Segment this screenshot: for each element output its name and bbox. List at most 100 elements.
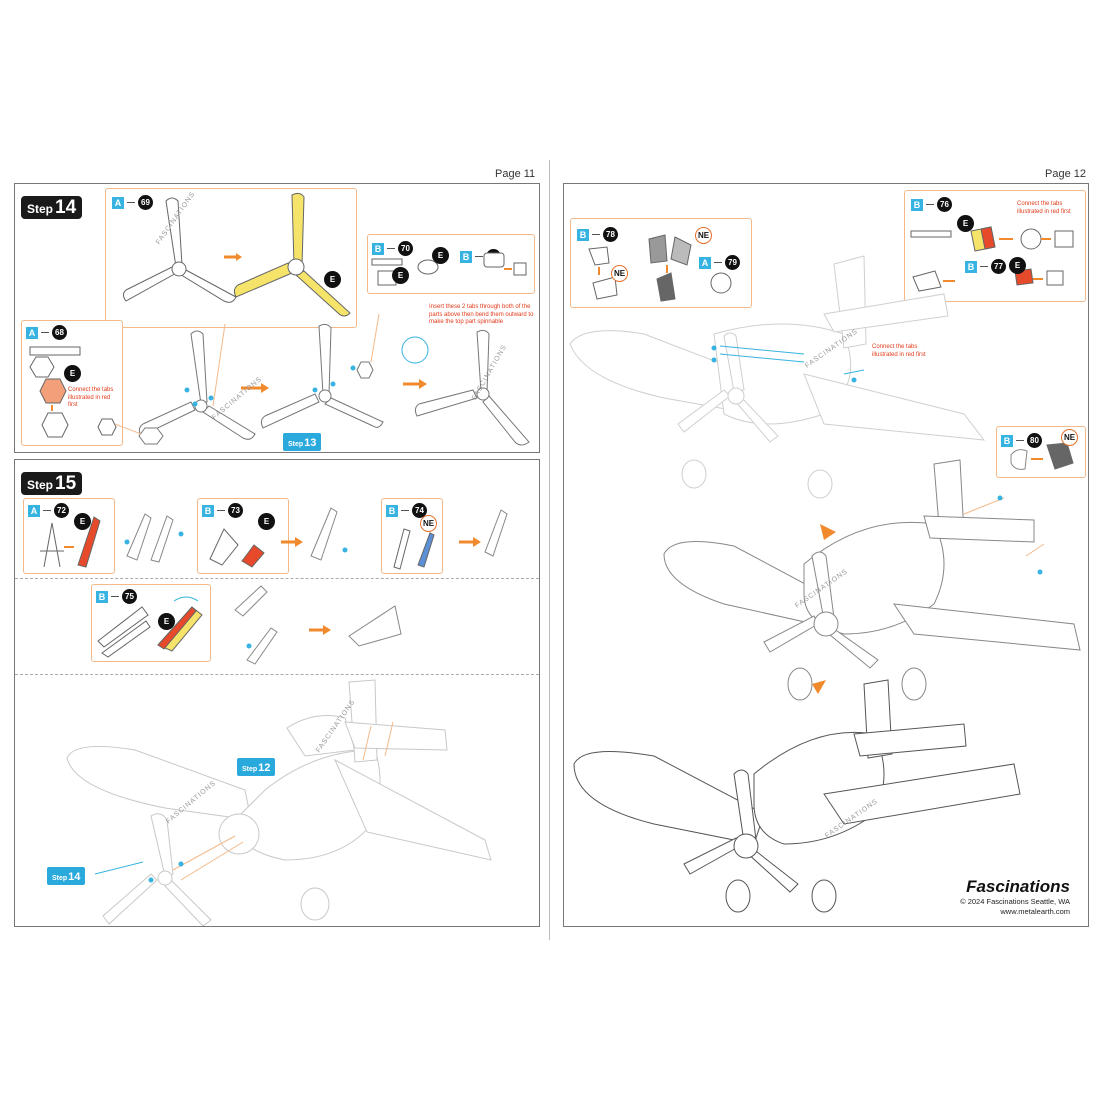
page-number-left: Page 11	[495, 168, 536, 180]
tool-ne-icon: NE	[611, 265, 628, 282]
sheet-letter: A	[112, 196, 124, 209]
part-number: 79	[725, 255, 740, 270]
tool-e-icon: E	[392, 267, 409, 284]
sheet-letter: B	[911, 198, 923, 211]
part-tag-70: B 70	[372, 241, 413, 256]
part-number: 77	[991, 259, 1006, 274]
connect-tabs-note: Connect the tabs illustrated in red firs…	[1017, 201, 1071, 215]
part-number: 70	[398, 241, 413, 256]
part-number: 72	[54, 503, 69, 518]
step-word: Step	[52, 875, 68, 882]
connect-tabs-note-lower: Connect the tabs illustrated in red firs…	[872, 344, 926, 358]
page-divider	[549, 160, 550, 940]
part-tag-78: B 78	[577, 227, 618, 242]
part-number: 80	[1027, 433, 1042, 448]
sheet-letter: B	[372, 242, 384, 255]
sheet-letter: B	[1001, 434, 1013, 447]
part-76-77-box: B 76 B 77 E E Connect the tabs illustrated…	[904, 190, 1086, 302]
insert-tabs-note: Insert these 2 tabs through both of the …	[429, 304, 534, 325]
propeller-flat-drawing	[122, 192, 351, 317]
wheel-cap-80-drawing	[1010, 442, 1074, 470]
sheet-letter: A	[26, 326, 38, 339]
sheet-letter: A	[28, 504, 40, 517]
step-number: 14	[68, 871, 81, 883]
website-link[interactable]: www.metalearth.com	[1000, 906, 1070, 916]
cockpit-part-drawing	[910, 226, 1074, 292]
strut-72-drawing	[40, 516, 101, 568]
part-tag-77: B 77	[965, 259, 1006, 274]
wheel-cover-78-drawing	[588, 234, 732, 302]
part-tag-76: B 76	[911, 197, 952, 212]
step-word: Step	[27, 478, 54, 492]
part-75-box: B 75 E	[91, 584, 211, 662]
tool-ne-icon: NE	[695, 227, 712, 244]
part-tag-69: A 69	[112, 195, 153, 210]
step-word: Step	[242, 766, 258, 773]
part-72-box: A 72 E	[23, 498, 115, 574]
section-separator	[15, 674, 539, 675]
part-tag-73: B 73	[202, 503, 243, 518]
sheet-letter: B	[965, 260, 977, 273]
step-14-reference: Step14	[47, 867, 86, 885]
tool-e-icon: E	[957, 215, 974, 232]
part-number: 69	[138, 195, 153, 210]
sheet-letter: B	[202, 504, 214, 517]
propeller-assembly-drawing	[114, 313, 530, 446]
strut-74-drawing	[393, 528, 435, 570]
part-tag-75: B 75	[96, 589, 137, 604]
section-separator	[15, 578, 539, 579]
page-number-right: Page 12	[1045, 168, 1086, 180]
brand-block: Fascinations © 2024 Fascinations Seattle…	[960, 877, 1070, 917]
part-tag-79: A 79	[699, 255, 740, 270]
step-12-reference: Step12	[237, 758, 276, 776]
sheet-letter: A	[699, 256, 711, 269]
strut-73-drawing	[209, 528, 265, 568]
step-number: 12	[258, 762, 271, 774]
step-number: 14	[55, 197, 77, 218]
step-13-reference: Step13	[283, 433, 322, 451]
sheet-letter: B	[386, 504, 398, 517]
hub-part-drawing	[29, 346, 117, 438]
part-number: 74	[412, 503, 427, 518]
tool-e-icon: E	[432, 247, 449, 264]
part-70-71-box: B70 B71 E E	[367, 234, 535, 294]
part-number: 73	[228, 503, 243, 518]
part-number: 68	[52, 325, 67, 340]
part-tag-68: A 68	[26, 325, 67, 340]
step-word: Step	[27, 202, 54, 216]
step-number: 13	[304, 437, 317, 449]
tool-e-icon: E	[1009, 257, 1026, 274]
sheet-letter: B	[460, 250, 472, 263]
part-68-box: A 68 E Connect the tabs illustrated in re…	[21, 320, 123, 446]
tool-e-icon: E	[74, 513, 91, 530]
tool-e-icon: E	[158, 613, 175, 630]
cover-75-drawing	[97, 596, 203, 658]
part-number: 78	[603, 227, 618, 242]
tool-e-icon: E	[324, 271, 341, 288]
tool-ne-icon: NE	[420, 515, 437, 532]
part-69-box: A 69 E	[105, 188, 357, 328]
sheet-letter: B	[96, 590, 108, 603]
part-tag-72: A 72	[28, 503, 69, 518]
part-number: 75	[122, 589, 137, 604]
page-12-plane-drawings	[569, 255, 1081, 913]
page-12-panel: B 78 A 79 NE NE B 76 B 77	[563, 183, 1089, 927]
tool-ne-icon: NE	[1061, 429, 1078, 446]
sheet-letter: B	[577, 228, 589, 241]
tool-e-icon: E	[64, 365, 81, 382]
part-78-79-box: B 78 A 79 NE NE	[570, 218, 752, 308]
part-73-box: B 73 E	[197, 498, 289, 574]
tool-e-icon: E	[258, 513, 275, 530]
step-15-assembly-drawing	[66, 507, 508, 926]
step-word: Step	[288, 441, 304, 448]
part-tag-74: B 74	[386, 503, 427, 518]
copyright-text: © 2024 Fascinations Seattle, WA	[960, 897, 1070, 906]
part-number: 76	[937, 197, 952, 212]
part-80-box: B 80 NE	[996, 426, 1086, 478]
cap-part-drawing	[371, 252, 527, 286]
connect-tabs-note: Connect the tabs illustrated in red firs…	[68, 387, 114, 408]
